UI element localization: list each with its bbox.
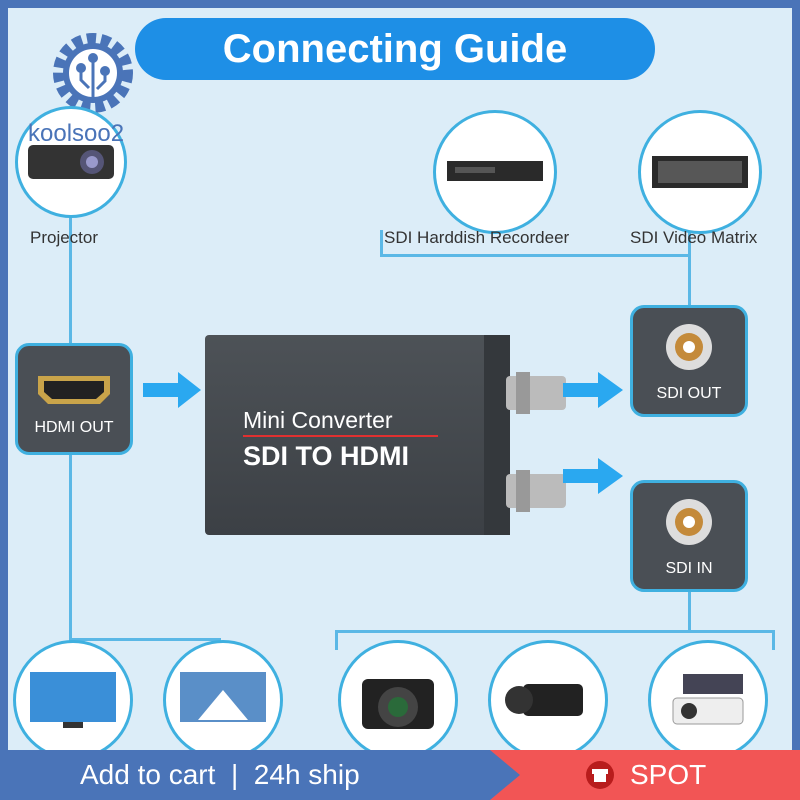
logo-gear-icon (53, 33, 133, 113)
bnc-connector-icon (506, 372, 566, 414)
arrow-right-icon (563, 372, 623, 408)
camcorder-icon (505, 684, 583, 716)
spot-badge: SPOT (490, 750, 800, 800)
projector-image (15, 106, 127, 218)
connector-line (69, 455, 72, 640)
converter-line2: SDI TO HDMI (243, 441, 410, 471)
video-matrix-icon (652, 156, 748, 188)
tv-icon (30, 672, 116, 728)
connector-line (69, 638, 221, 641)
sdi-in-port: SDI IN (630, 480, 748, 592)
projector-label: Projector (30, 228, 99, 247)
connector-line (380, 254, 690, 257)
connector-line (380, 230, 383, 256)
converter-device: Mini Converter SDI TO HDMI (205, 335, 510, 535)
arrow-right-icon (143, 372, 201, 408)
matrix-label: SDI Video Matrix (630, 228, 758, 247)
connector-line (335, 630, 338, 650)
projector-icon (28, 145, 114, 179)
connector-line (688, 592, 691, 632)
spot-label: SPOT (630, 759, 707, 790)
camera-image (338, 640, 458, 760)
recorder-label: SDI Harddish Recordeer (384, 228, 570, 247)
sdi-in-label: SDI IN (665, 560, 713, 577)
sdi-out-label: SDI OUT (656, 385, 722, 402)
arrow-right-icon (563, 458, 623, 494)
tv-image (13, 640, 133, 760)
connector-line (688, 230, 691, 305)
security-camera-image (648, 640, 768, 760)
connector-line (772, 630, 775, 650)
shop-icon (586, 761, 614, 789)
hdmi-out-port: HDMI OUT (15, 343, 133, 455)
monitor-image (163, 640, 283, 760)
matrix-image (638, 110, 762, 234)
camera-icon (362, 679, 434, 729)
hdmi-port-icon (38, 376, 110, 404)
recorder-icon (447, 161, 543, 181)
connector-line (335, 630, 775, 633)
camcorder-image (488, 640, 608, 760)
bnc-port-icon (666, 324, 712, 370)
converter-line1: Mini Converter (243, 407, 393, 433)
bnc-connector-icon (506, 470, 566, 512)
bottom-banner: Add to cart | 24h ship SPOT (0, 750, 800, 800)
hdmi-out-label: HDMI OUT (34, 419, 114, 436)
add-to-cart-button[interactable]: Add to cart | 24h ship (0, 750, 520, 800)
sdi-out-port: SDI OUT (630, 305, 748, 417)
bnc-port-icon (666, 499, 712, 545)
diagram-canvas: Connecting Guide koolsoo2 Projector SDI … (8, 8, 792, 760)
page-title: Connecting Guide (135, 18, 655, 80)
brand-logo-text: koolsoo2 (28, 120, 125, 147)
monitor-icon (180, 672, 266, 722)
connector-line (69, 213, 72, 343)
recorder-image (433, 110, 557, 234)
security-camera-icon (672, 674, 744, 725)
